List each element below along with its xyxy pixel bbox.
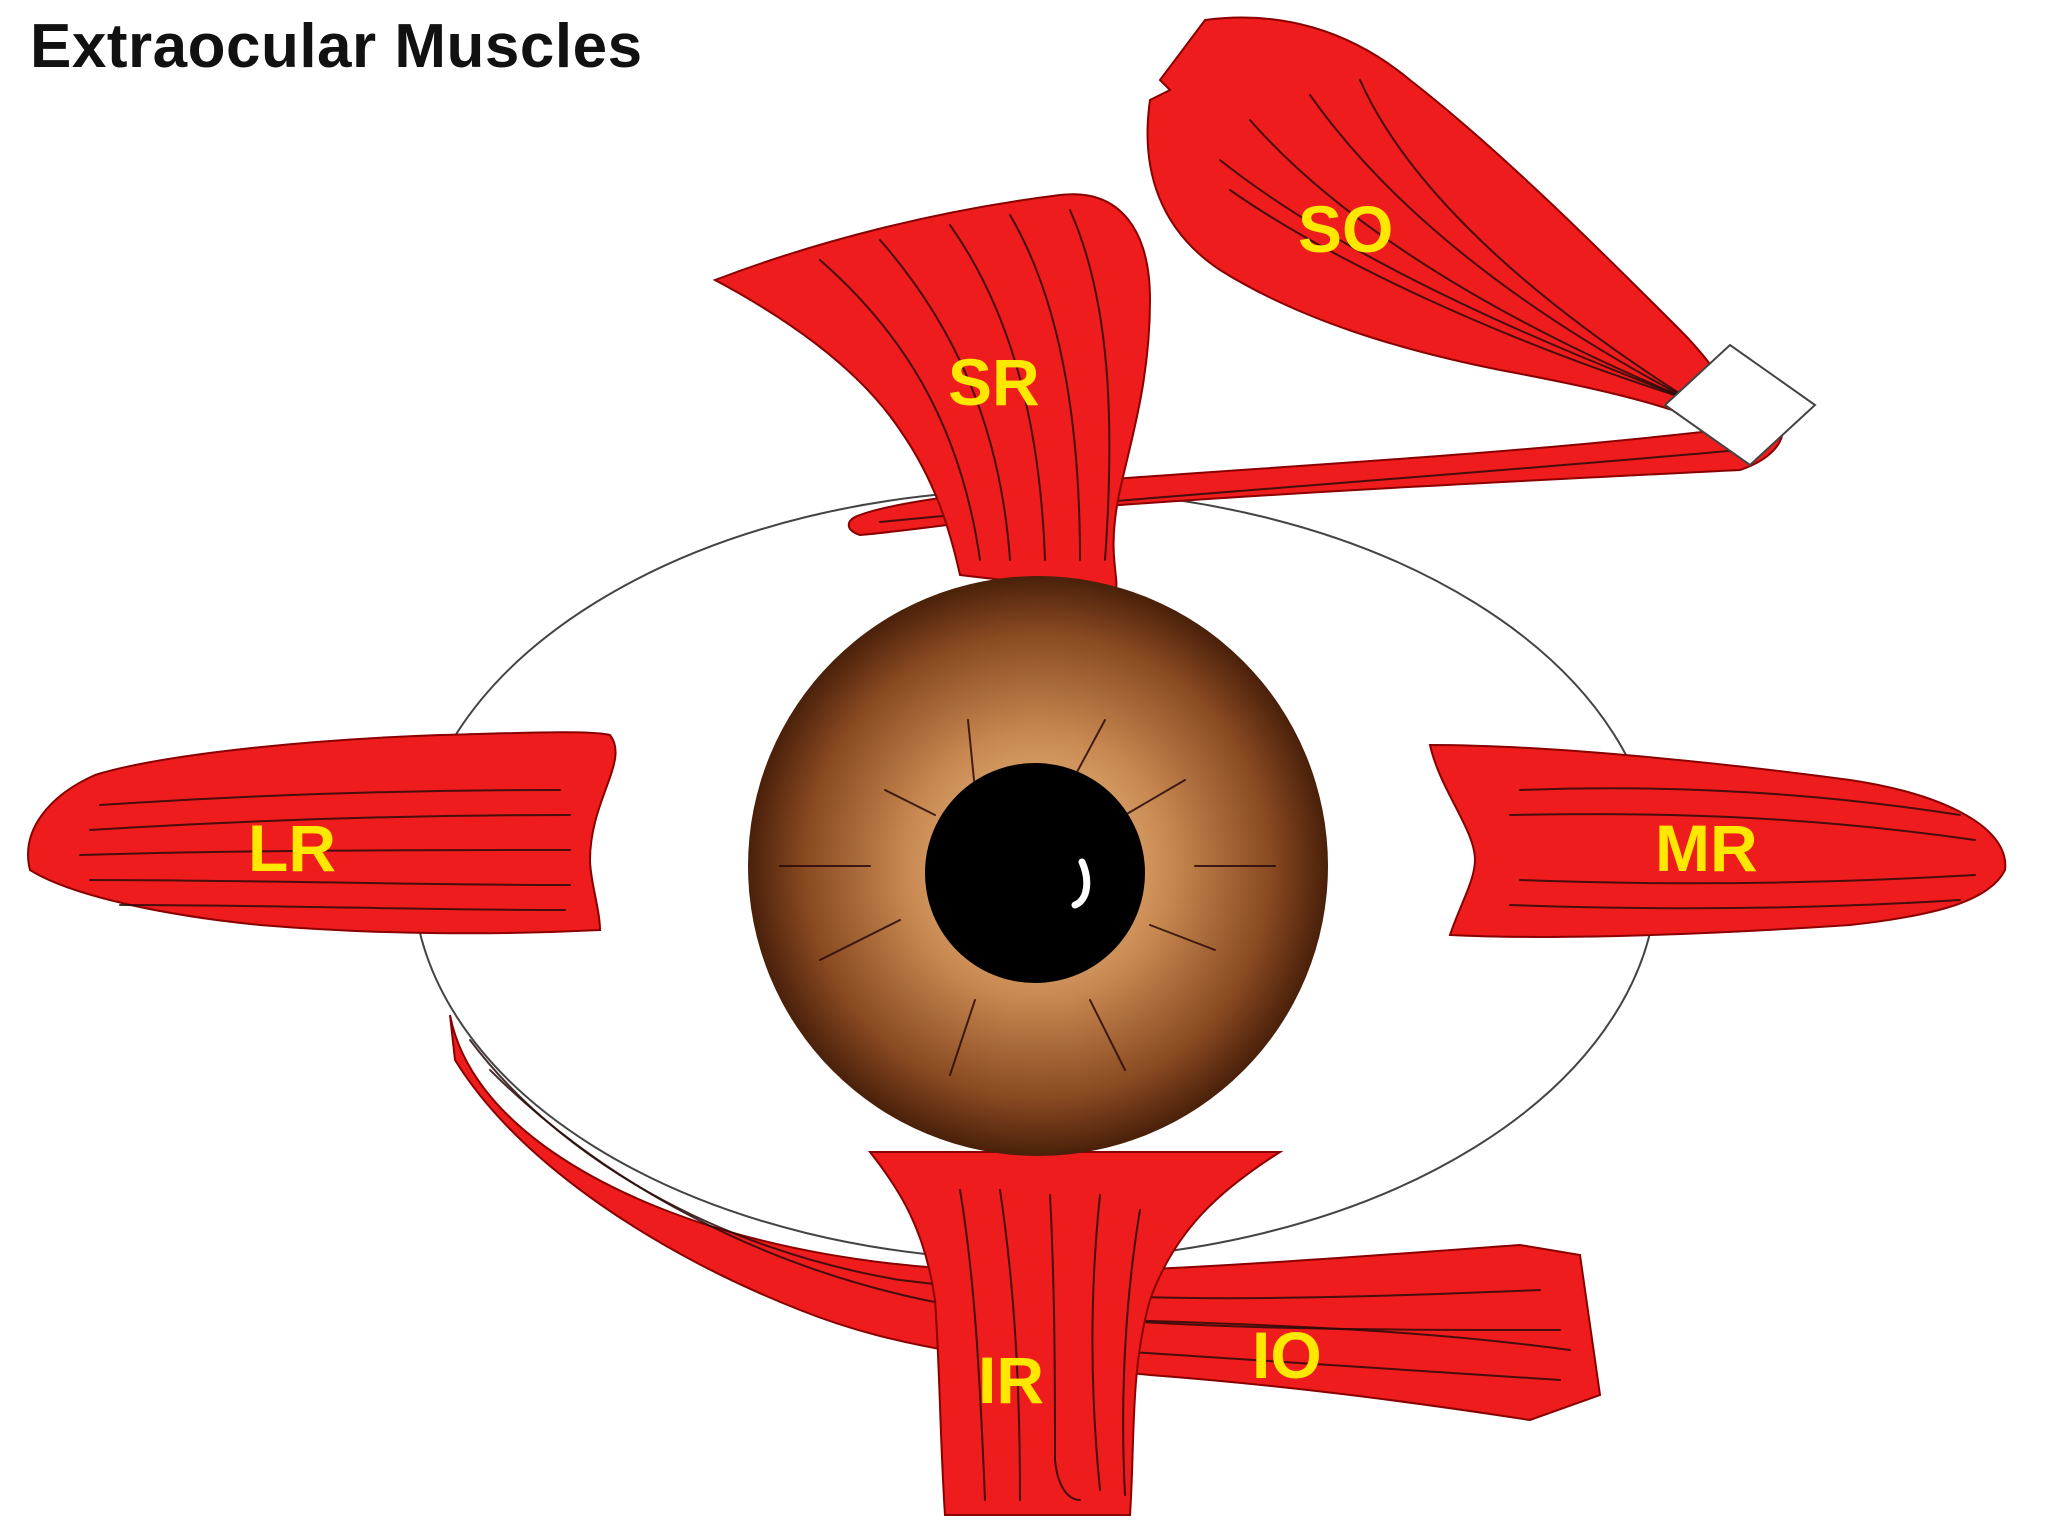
- medial-rectus-muscle: [1428, 743, 2007, 938]
- label-io: IO: [1252, 1318, 1322, 1392]
- lateral-rectus-muscle: [27, 731, 617, 935]
- label-so: SO: [1298, 192, 1393, 266]
- pupil: [925, 763, 1145, 983]
- superior-oblique-muscle: [1146, 16, 1732, 422]
- pupil-highlight: [1071, 858, 1091, 909]
- label-sr: SR: [948, 345, 1040, 419]
- iris-striations: [779, 719, 1276, 1076]
- trochlea: [1663, 343, 1817, 467]
- diagram-title: Extraocular Muscles: [30, 12, 643, 81]
- label-ir: IR: [978, 1343, 1044, 1417]
- inferior-rectus-muscle: [867, 1151, 1284, 1516]
- label-lr: LR: [248, 811, 336, 885]
- label-mr: MR: [1655, 811, 1758, 885]
- superior-rectus-muscle: [712, 193, 1152, 592]
